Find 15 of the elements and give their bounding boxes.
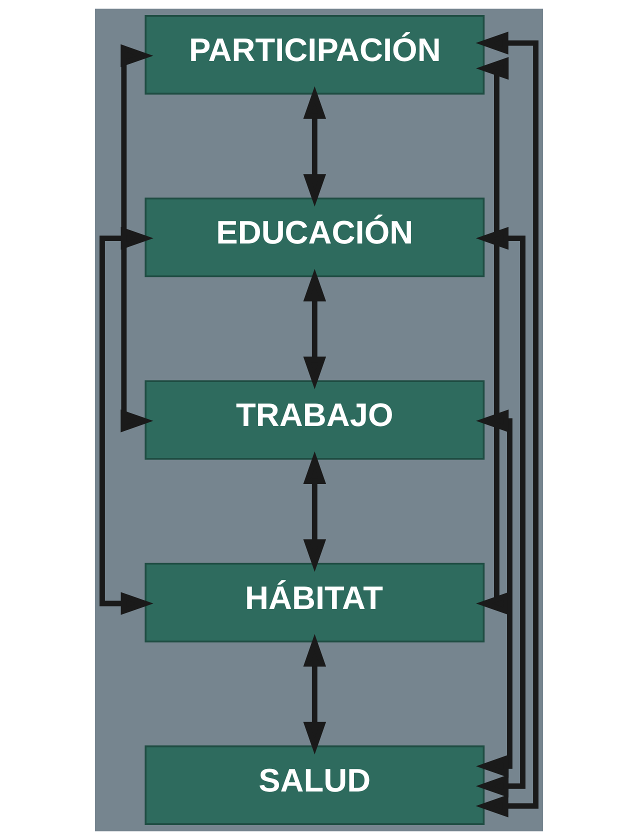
- arrow: [302, 634, 326, 754]
- node-box: EDUCACIÓN: [144, 198, 484, 278]
- arrow: [302, 268, 326, 390]
- node-box: SALUD: [144, 745, 484, 825]
- arrow: [302, 451, 326, 572]
- node-box: PARTICIPACIÓN: [144, 15, 484, 95]
- node-box: HÁBITAT: [144, 562, 484, 642]
- arrow: [120, 44, 153, 432]
- arrow: [475, 32, 538, 818]
- arrow: [476, 56, 508, 615]
- arrow: [99, 226, 153, 615]
- arrow: [476, 409, 512, 778]
- arrow: [475, 226, 525, 798]
- arrow: [302, 86, 326, 207]
- node-box: TRABAJO: [144, 380, 484, 460]
